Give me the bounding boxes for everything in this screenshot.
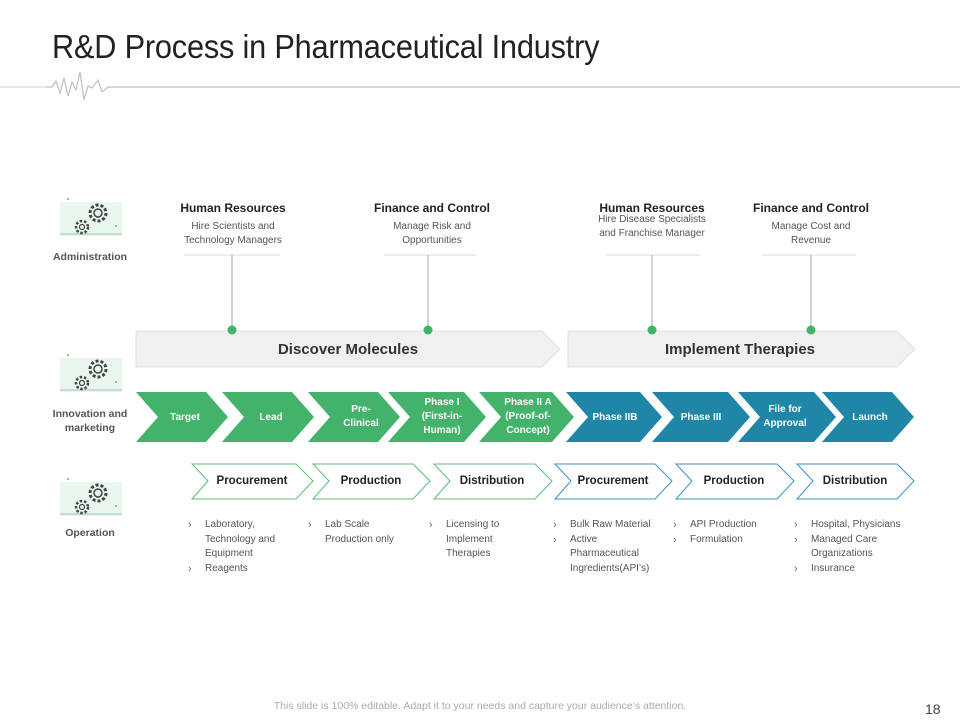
op-bullets-production-2: API Production Formulation [671, 518, 781, 547]
list-item: Insurance [792, 562, 910, 577]
gears-icon [56, 352, 126, 396]
admin-desc-finance-1: Manage Risk and Opportunities [393, 221, 471, 246]
list-item: Bulk Raw Material [551, 518, 663, 533]
op-chevron-procurement-2 [553, 463, 673, 500]
phase-chevron-phase1 [388, 392, 486, 442]
admin-heading-finance-1: Finance and Control [373, 201, 490, 215]
op-bullets-production-1: Lab Scale Production only [306, 518, 406, 547]
phase-chevron-launch [822, 392, 914, 442]
admin-heading-hr-1: Human Resources [180, 201, 286, 215]
op-label-procurement-1: Procurement [216, 475, 288, 487]
op-bullets-procurement-2: Bulk Raw Material Active Pharmaceutical … [551, 518, 663, 576]
slide-title: R&D Process in Pharmaceutical Industry [52, 28, 600, 65]
list-item: Reagents [186, 562, 294, 577]
gears-icon [56, 196, 126, 240]
page-number: 18 [925, 701, 941, 717]
list-item: Laboratory, Technology and Equipment [186, 518, 294, 562]
op-chevron-production-2 [674, 463, 795, 500]
op-label-production-2: Production [703, 475, 765, 487]
admin-heading-hr-2: Human Resources [599, 201, 705, 215]
list-item: Lab Scale Production only [306, 518, 406, 547]
phase-label-preclinical: Pre-Clinical [343, 404, 379, 429]
list-item: Formulation [671, 533, 781, 548]
phase-chevron-phase2b [566, 392, 662, 442]
admin-heading-finance-2: Finance and Control [752, 201, 869, 215]
admin-desc-hr-2: Hire Disease Specialists and Franchise M… [598, 214, 706, 239]
op-label-production-1: Production [340, 475, 402, 487]
phase-label-phase1: Phase I (First-in-Human) [421, 397, 463, 436]
admin-desc-finance-2: Manage Cost and Revenue [771, 221, 851, 246]
op-label-procurement-2: Procurement [577, 475, 649, 487]
op-label-distribution-2: Distribution [822, 475, 888, 487]
phase-chevron-preclinical [308, 392, 400, 442]
op-bullets-distribution-2: Hospital, Physicians Managed Care Organi… [792, 518, 910, 576]
phase-label-launch: Launch [852, 412, 888, 423]
phase-chevron-target [136, 392, 228, 442]
op-chevron-distribution-2 [795, 463, 915, 500]
list-item: Licensing to Implement Therapies [427, 518, 527, 562]
heartbeat-divider [0, 71, 960, 101]
phase-label-target: Target [170, 412, 200, 423]
list-item: Hospital, Physicians [792, 518, 910, 533]
phase-label-file-approval: File for Approval [763, 404, 807, 429]
phase-label-phase2a: Phase II A (Proof-of-Concept) [504, 397, 552, 436]
phase-chevron-lead [222, 392, 314, 442]
row-label-innovation: Innovation and marketing [52, 408, 128, 434]
op-chevron-procurement-1 [190, 463, 314, 500]
stage-implement-therapies: Implement Therapies [664, 341, 816, 358]
phase-label-phase3: Phase III [680, 412, 722, 423]
list-item: Active Pharmaceutical Ingredients(API’s) [551, 533, 663, 577]
phase-chevron-phase3 [652, 392, 750, 442]
admin-desc-hr-1: Hire Scientists and Technology Managers [184, 221, 282, 246]
op-chevron-production-1 [311, 463, 431, 500]
phase-chevron-phase2a [479, 392, 574, 442]
phase-label-lead: Lead [259, 412, 283, 423]
list-item: Managed Care Organizations [792, 533, 910, 562]
stage-discover-molecules: Discover Molecules [277, 341, 419, 358]
phase-label-phase2b: Phase IIB [592, 412, 638, 423]
gears-icon [56, 476, 126, 520]
op-label-distribution-1: Distribution [459, 475, 525, 487]
op-chevron-distribution-1 [432, 463, 553, 500]
phase-chevron-file-approval [738, 392, 836, 442]
row-label-operation: Operation [65, 527, 115, 539]
op-bullets-procurement-1: Laboratory, Technology and Equipment Rea… [186, 518, 294, 576]
op-bullets-distribution-1: Licensing to Implement Therapies [427, 518, 527, 562]
row-label-administration: Administration [52, 251, 128, 263]
list-item: API Production [671, 518, 781, 533]
footer-note: This slide is 100% editable. Adapt it to… [273, 700, 687, 712]
